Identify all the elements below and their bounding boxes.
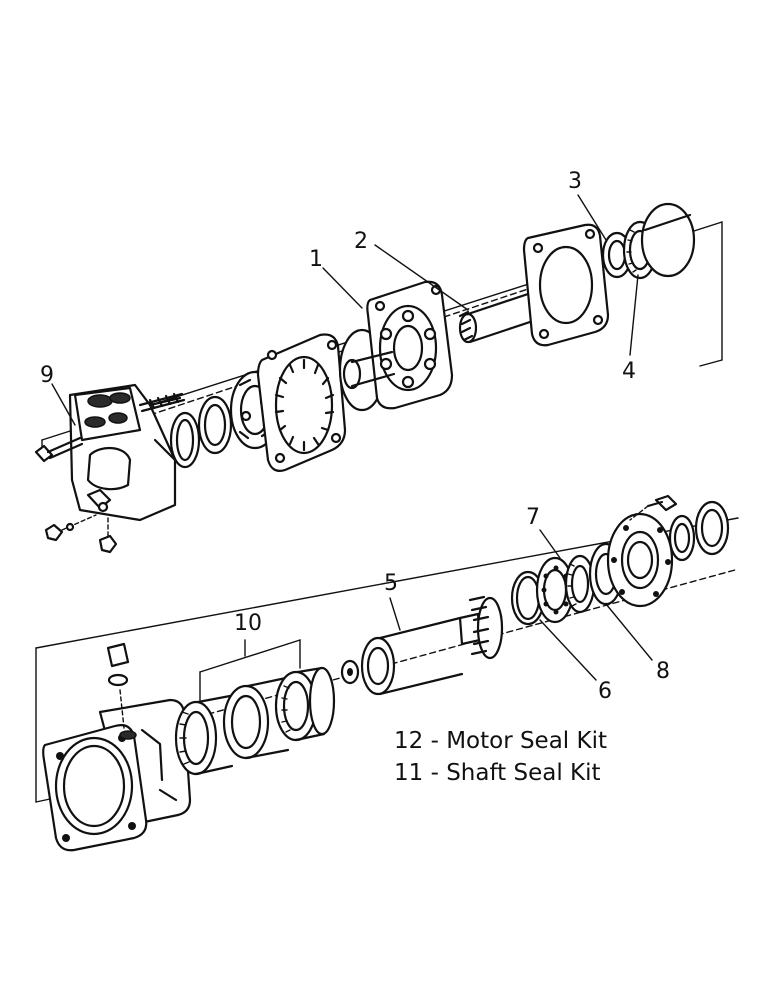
callout-9: 9 bbox=[40, 363, 54, 388]
callout-2: 2 bbox=[354, 229, 368, 254]
end-cover-screw bbox=[138, 392, 186, 413]
flange-cover bbox=[606, 512, 674, 608]
flange-bolt bbox=[629, 494, 678, 521]
gerotor-assembly bbox=[338, 280, 454, 412]
dust-cap bbox=[640, 202, 696, 278]
needle-bearing-set bbox=[174, 666, 336, 776]
port-plug bbox=[98, 514, 118, 554]
callout-10: 10 bbox=[234, 611, 262, 636]
shaft-seal-kit-label: 11 - Shaft Seal Kit bbox=[394, 760, 601, 786]
o-ring-pair bbox=[169, 395, 233, 469]
end-cover-bolt bbox=[34, 436, 84, 463]
callout-6: 6 bbox=[598, 679, 612, 704]
callout-3: 3 bbox=[568, 169, 582, 194]
ball-bearing bbox=[535, 554, 596, 624]
shaft-housing bbox=[42, 698, 192, 852]
drain-plug bbox=[44, 514, 97, 542]
bracket-10 bbox=[199, 639, 301, 701]
outer-seal-set bbox=[668, 500, 730, 562]
callout-5: 5 bbox=[384, 571, 398, 596]
splined-sleeve bbox=[360, 595, 504, 696]
callout-1: 1 bbox=[309, 247, 323, 272]
end-cover-housing bbox=[68, 383, 182, 522]
leader-lines-lower bbox=[389, 529, 653, 681]
callout-8: 8 bbox=[656, 659, 670, 684]
motor-seal-kit-label: 12 - Motor Seal Kit bbox=[394, 728, 607, 754]
bearing-housing bbox=[522, 223, 610, 347]
drive-link bbox=[342, 350, 396, 390]
callout-7: 7 bbox=[526, 505, 540, 530]
valve-plate bbox=[256, 333, 347, 472]
thrust-washer bbox=[340, 659, 360, 685]
leader-lines-upper bbox=[51, 194, 639, 426]
housing-plug bbox=[106, 642, 137, 740]
callout-4: 4 bbox=[622, 359, 636, 384]
